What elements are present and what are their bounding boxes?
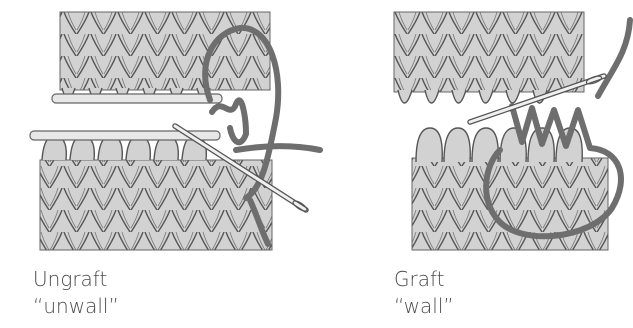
upper-knit-fabric <box>394 12 584 92</box>
ungraft-subtitle: “unwall” <box>33 293 119 320</box>
ungraft-caption: Ungraft “unwall” <box>33 266 119 320</box>
lower-knit-fabric <box>412 158 608 250</box>
upper-knit-fabric <box>60 12 270 90</box>
lower-live-loops <box>416 128 582 162</box>
upper-knitting-needle <box>52 94 222 103</box>
ungraft-illustration <box>30 12 320 250</box>
graft-illustration <box>394 12 630 250</box>
lower-knit-fabric <box>40 160 272 250</box>
graft-caption: Graft “wall” <box>394 266 454 320</box>
graft-title: Graft <box>394 266 454 293</box>
graft-subtitle: “wall” <box>394 293 454 320</box>
ungraft-title: Ungraft <box>33 266 119 293</box>
